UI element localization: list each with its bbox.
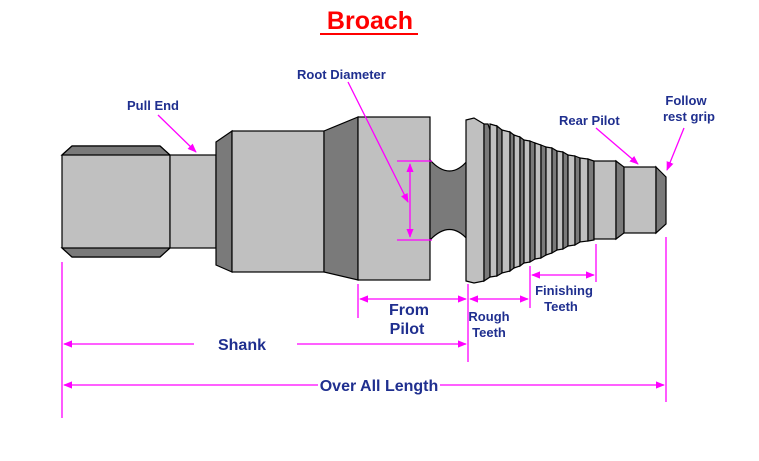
rear-pilot-label: Rear Pilot [559, 113, 620, 128]
finishing-teeth-label-line2: Teeth [544, 299, 578, 314]
over-all-length-label: Over All Length [320, 378, 439, 395]
follow-rest-grip-end [655, 165, 667, 235]
pull-end-block [61, 145, 171, 258]
follow-rest-grip-leader [666, 127, 685, 171]
broach-body [60, 116, 667, 284]
pull-end-leader [157, 114, 197, 153]
root-neck [429, 158, 469, 242]
from-pilot-label-line1: From [389, 302, 429, 319]
finishing-teeth [529, 140, 595, 264]
root-diameter-label: Root Diameter [297, 67, 386, 82]
shank-body [231, 130, 325, 273]
rear-pilot-step [615, 159, 625, 241]
shank-neck [169, 154, 217, 249]
dimension-lines [63, 271, 665, 389]
from-pilot-label-line2: Pilot [390, 321, 425, 338]
extension-lines [61, 237, 667, 418]
finishing-teeth-label-line1: Finishing [535, 283, 593, 298]
shank-front-taper [215, 129, 233, 273]
rear-pilot-leader [595, 127, 639, 165]
root-diameter-dimension [347, 81, 432, 241]
pull-end-chamfer-top [60, 145, 172, 156]
follow-rest-grip-label-line1: Follow [665, 93, 707, 108]
follow-rest-grip [623, 166, 657, 234]
follow-rest-grip-label-line2: rest grip [663, 109, 715, 124]
rough-teeth-label-line2: Teeth [472, 325, 506, 340]
front-pilot [357, 116, 431, 281]
shank-label: Shank [218, 337, 266, 354]
rough-teeth [465, 117, 531, 284]
rough-teeth-label-line1: Rough [468, 309, 509, 324]
pull-end-label: Pull End [127, 98, 179, 113]
diagram-title: Broach [327, 7, 413, 35]
rear-pilot [593, 160, 617, 240]
pull-end-chamfer-bottom [60, 247, 172, 258]
shank-rear-taper [323, 116, 359, 281]
